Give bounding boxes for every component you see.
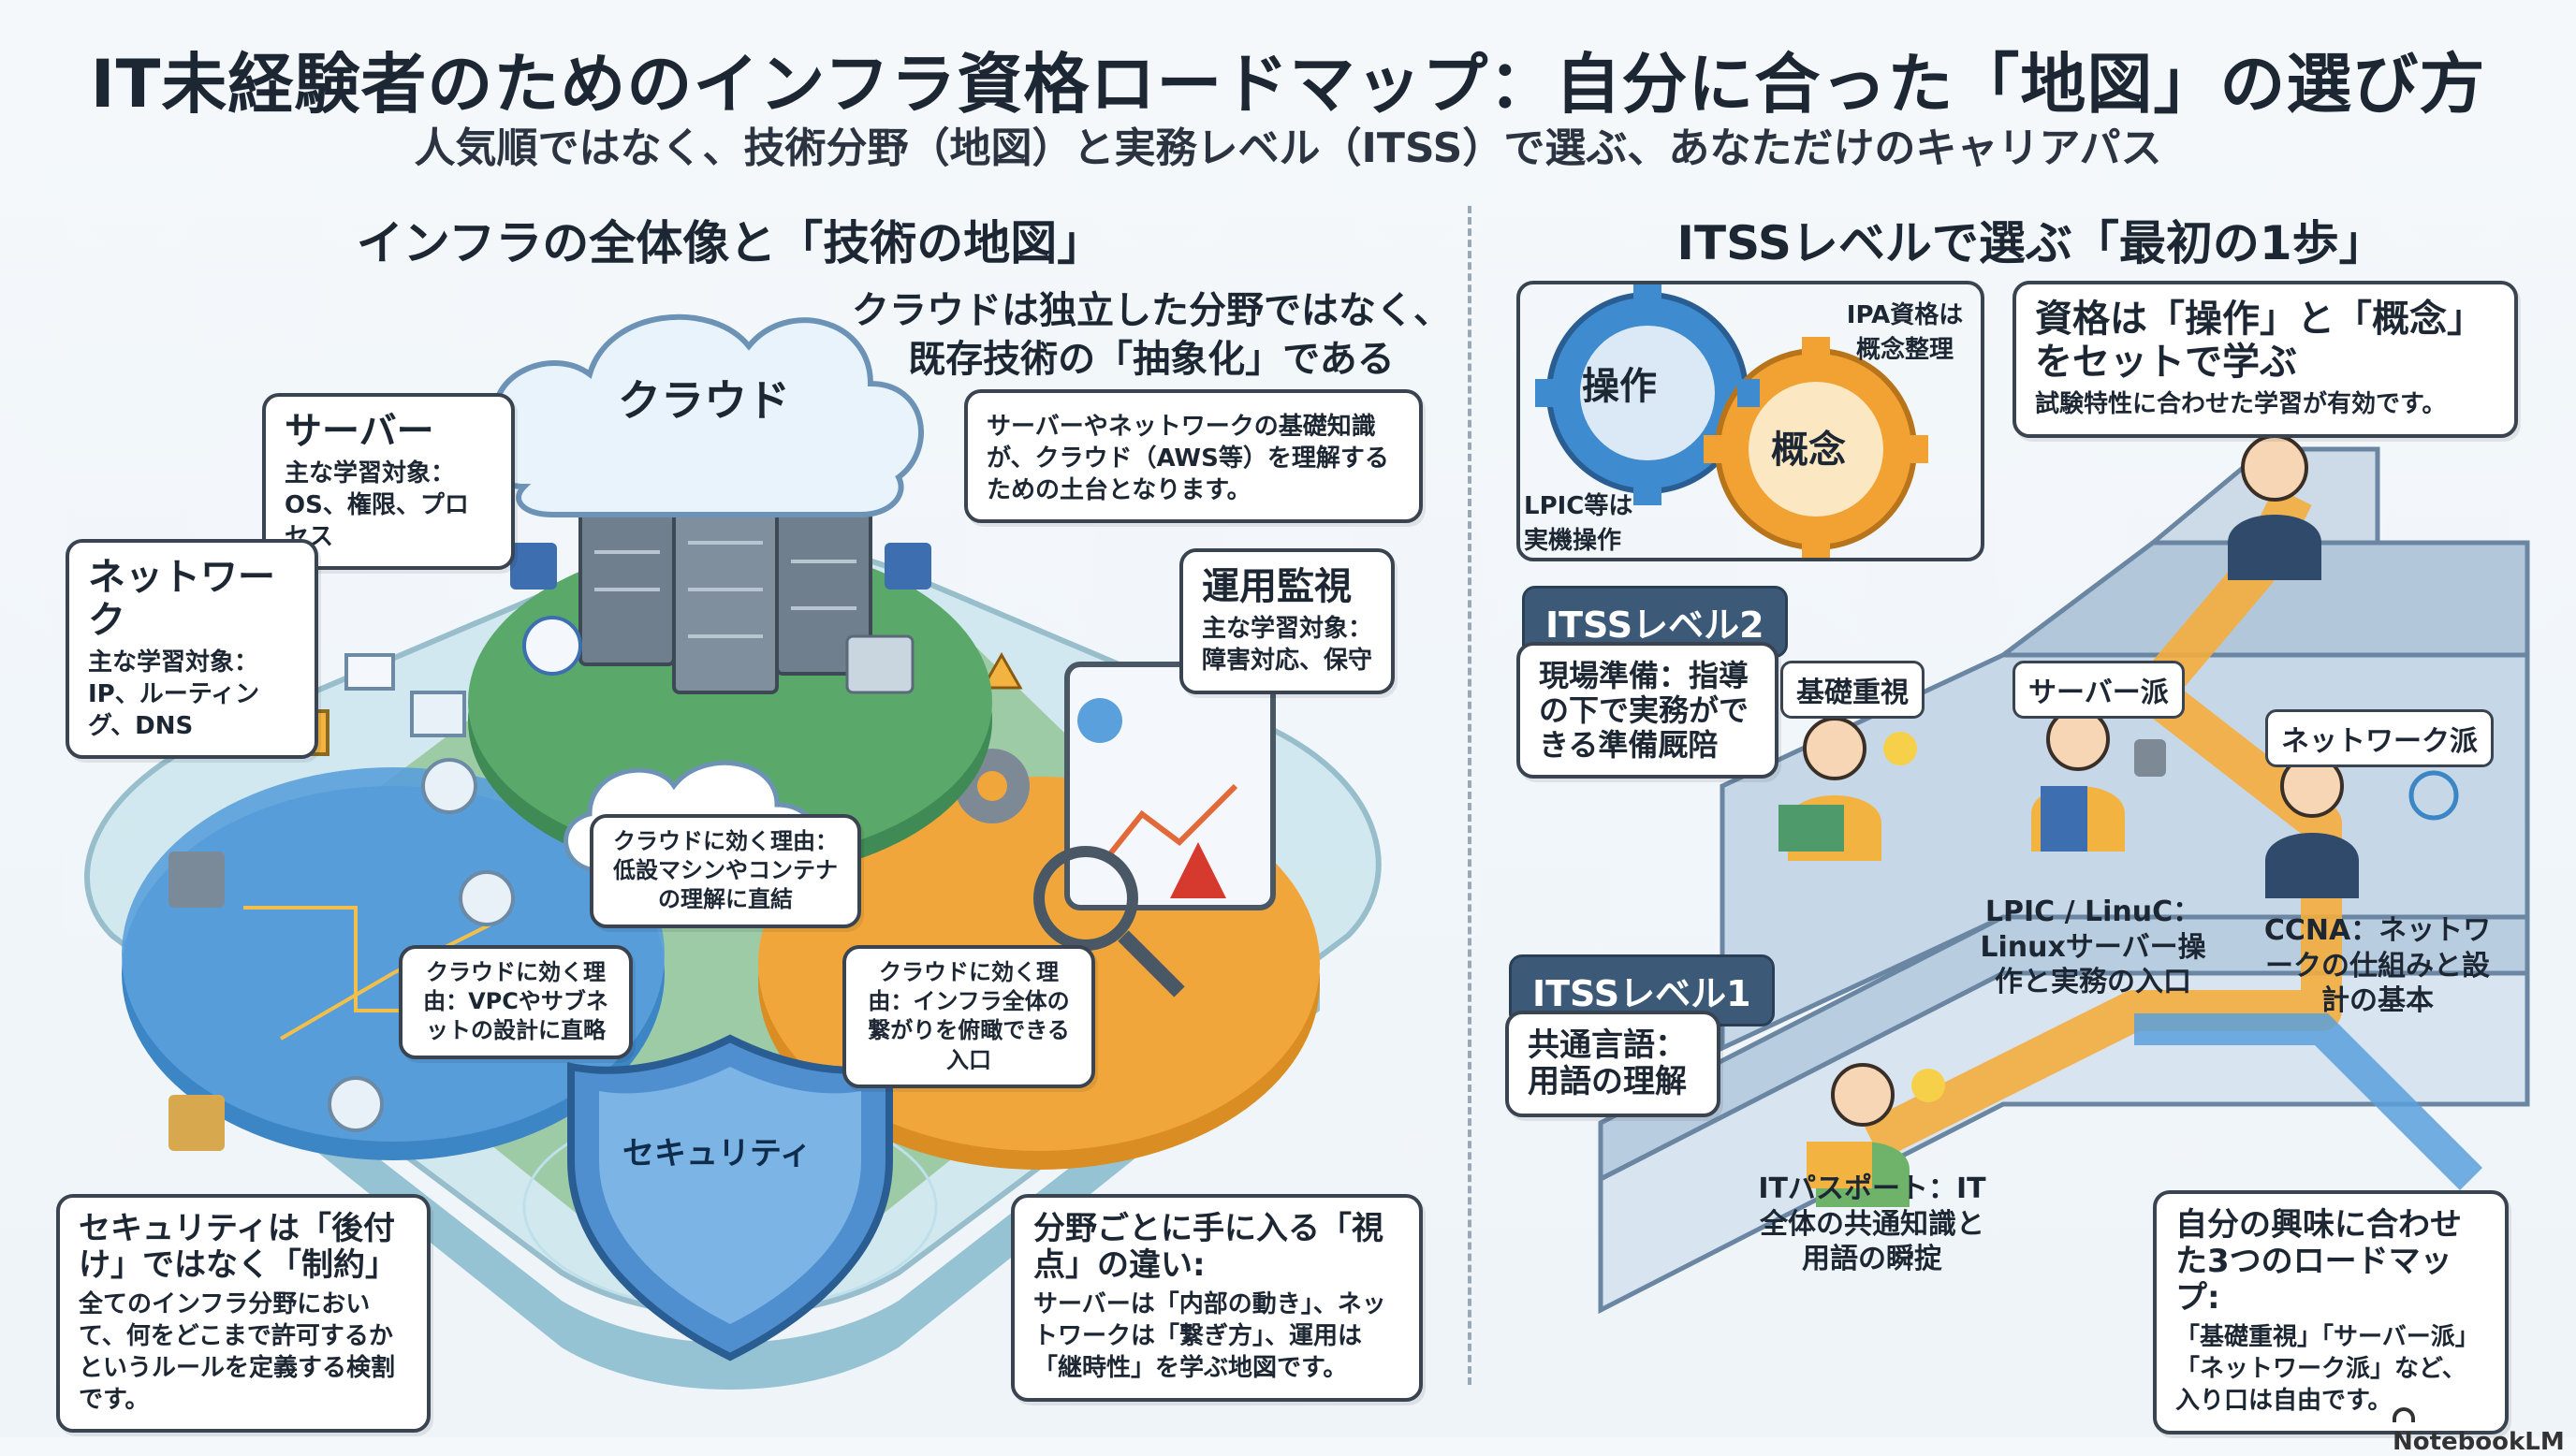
storage-icon bbox=[845, 634, 915, 694]
router-icon bbox=[328, 1076, 384, 1132]
cloud-label: クラウド bbox=[618, 375, 790, 426]
gear-concept-label: 概念 bbox=[1771, 429, 1846, 472]
person-basic-icon bbox=[1778, 717, 1881, 861]
level2-callout: 現場準備：指導の下で実務ができる準備厩陪 bbox=[1516, 642, 1778, 779]
globe-icon bbox=[2408, 770, 2459, 821]
roadmap-callout: 自分の興味に合わせた3つのロードマップ: 「基礎重視」「サーバー派」「ネットワー… bbox=[2153, 1190, 2509, 1434]
security-callout: セキュリティは「後付け」ではなく「制約」 全てのインフラ分野において、何をどこま… bbox=[56, 1194, 431, 1434]
gear-frame bbox=[1516, 281, 1984, 561]
cloud-foundation-callout: サーバーやネットワークの基礎知識が、クラウド（AWS等）を理解するための土台とな… bbox=[964, 389, 1423, 524]
router-icon bbox=[459, 870, 515, 926]
switch-icon bbox=[168, 852, 225, 908]
pair-learning-title: 資格は「操作」と「概念」をセットで学ぶ bbox=[2035, 298, 2484, 384]
cloud-ops-reason-callout: クラウドに効く理由：インフラ全体の繋がりを俯瞰できる入口 bbox=[842, 945, 1095, 1088]
level1-callout: 共通言語：用語の理解 bbox=[1505, 1011, 1720, 1118]
security-note-title: セキュリティは「後付け」ではなく「制約」 bbox=[79, 1210, 397, 1285]
person-top-icon bbox=[2228, 434, 2321, 580]
pair-learning-body: 試験特性に合わせた学習が有効です。 bbox=[2035, 390, 2447, 418]
ops-title: 運用監視 bbox=[1202, 565, 1352, 608]
pair-learning-callout: 資格は「操作」と「概念」をセットで学ぶ 試験特性に合わせた学習が有効です。 bbox=[2012, 281, 2518, 438]
lightbulb-icon bbox=[1883, 732, 1917, 765]
cloud-abstraction-heading: クラウドは独立した分野ではなく、既存技術の「抽象化」である bbox=[852, 289, 1451, 381]
type-basic-label: 基礎重視 bbox=[1780, 661, 1925, 719]
network-body: 主な学習対象：IP、ルーティング、DNS bbox=[88, 648, 260, 740]
server-body: 主な学習対象：OS、権限、プロセス bbox=[285, 459, 469, 551]
itss-roadmap-illustration bbox=[1535, 281, 2530, 1315]
windows-icon bbox=[885, 543, 931, 590]
cloud-foundation-text: サーバーやネットワークの基礎知識が、クラウド（AWS等）を理解するための土台とな… bbox=[987, 413, 1389, 504]
cloud-network-reason-callout: クラウドに効く理由：VPCやサブネットの設計に直略 bbox=[399, 945, 633, 1059]
database-icon bbox=[2134, 739, 2166, 777]
section-divider bbox=[1468, 206, 1471, 1385]
lightbulb-icon bbox=[1911, 1069, 1945, 1102]
ops-callout: 運用監視 主な学習対象：障害対応、保守 bbox=[1179, 548, 1395, 694]
cloud-network-reason-text: クラウドに効く理由：VPCやサブネットの設計に直略 bbox=[423, 959, 608, 1044]
cloud-server-reason-text: クラウドに効く理由：低設マシンやコンテナの理解に直結 bbox=[613, 828, 838, 913]
security-label: セキュリティ bbox=[622, 1135, 812, 1172]
left-section-heading: インフラの全体像と「技術の地図」 bbox=[356, 216, 1105, 270]
ccna-step-label: CCNA：ネットワークの仕組みと設計の基本 bbox=[2263, 914, 2492, 1017]
page-title: IT未経験者のためのインフラ資格ロードマップ：自分に合った「地図」の選び方 bbox=[90, 46, 2486, 123]
router-icon bbox=[421, 758, 477, 814]
level2-note: 現場準備：指導の下で実務ができる準備厩陪 bbox=[1539, 658, 1749, 763]
warning-icon bbox=[980, 651, 1023, 690]
cloud-server-reason-callout: クラウドに効く理由：低設マシンやコンテナの理解に直結 bbox=[590, 814, 861, 928]
page-subtitle: 人気順ではなく、技術分野（地図）と実務レベル（ITSS）で選ぶ、あなただけのキャ… bbox=[414, 124, 2162, 172]
brand-watermark: NotebookLM bbox=[2393, 1400, 2576, 1456]
level1-note: 共通言語：用語の理解 bbox=[1528, 1026, 1687, 1101]
gear-operation-label: 操作 bbox=[1582, 365, 1657, 408]
server-rack-icon bbox=[168, 1095, 225, 1151]
warning-icon bbox=[1170, 842, 1226, 898]
security-note-body: 全てのインフラ分野において、何をどこまで許可するかというルールを定義する検割です… bbox=[79, 1290, 396, 1414]
viewpoint-callout: 分野ごとに手に入る「視点」の違い: サーバーは「内部の動き」、ネットワークは「繋… bbox=[1011, 1194, 1423, 1402]
ipa-note: IPA資格は概念整理 bbox=[1846, 301, 1964, 364]
type-server-label: サーバー派 bbox=[2012, 661, 2185, 719]
ops-body: 主な学習対象：障害対応、保守 bbox=[1202, 615, 1373, 675]
mail-icon bbox=[344, 653, 395, 691]
viewpoint-title: 分野ごとに手に入る「視点」の違い: bbox=[1033, 1210, 1383, 1285]
windows-icon bbox=[522, 616, 582, 676]
roadmap-title: 自分の興味に合わせた3つのロードマップ: bbox=[2175, 1206, 2462, 1318]
document-icon bbox=[410, 691, 466, 737]
network-callout: ネットワーク 主な学習対象：IP、ルーティング、DNS bbox=[66, 539, 318, 760]
viewpoint-body: サーバーは「内部の動き」、ネットワークは「繋ぎ方」、運用は「継時性」を学ぶ地図で… bbox=[1033, 1290, 1386, 1382]
lpic-note: LPIC等は実機操作 bbox=[1524, 492, 1633, 555]
magnifier-icon bbox=[1033, 846, 1138, 951]
network-title: ネットワーク bbox=[88, 556, 275, 642]
cloud-ops-reason-text: クラウドに効く理由：インフラ全体の繋がりを俯瞰できる入口 bbox=[868, 959, 1070, 1073]
notebooklm-logo-icon bbox=[2393, 1406, 2415, 1422]
itpassport-step-label: ITパスポート：IT全体の共通知識と用語の瞬掟 bbox=[1758, 1172, 1986, 1275]
brand-text: NotebookLM bbox=[2393, 1428, 2565, 1456]
lpic-step-label: LPIC / LinuC：Linuxサーバー操作と実務の入口 bbox=[1980, 895, 2206, 998]
type-network-label: ネットワーク派 bbox=[2265, 709, 2494, 767]
right-section-heading: ITSSレベルで選ぶ「最初の1歩」 bbox=[1676, 216, 2386, 270]
server-title: サーバー bbox=[285, 410, 434, 453]
person-level1-icon bbox=[1807, 1063, 1910, 1207]
windows-icon bbox=[510, 543, 557, 590]
roadmap-body: 「基礎重視」「サーバー派」「ネットワーク派」など、入り口は自由です。 bbox=[2175, 1323, 2480, 1415]
